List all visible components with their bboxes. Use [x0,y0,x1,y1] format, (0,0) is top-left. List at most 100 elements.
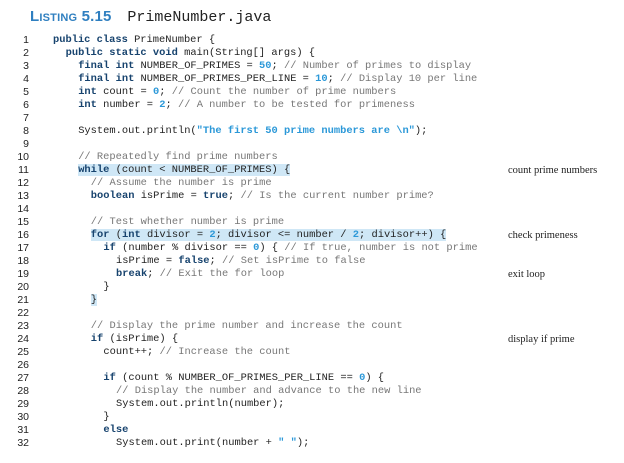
code-token: PrimeNumber { [127,34,216,46]
code-text: final int NUMBER_OF_PRIMES_PER_LINE = 10… [78,73,477,86]
comment: // A number to be tested for primeness [178,99,415,112]
keyword: while [78,164,110,177]
code-line: 8 System.out.println("The first 50 prime … [0,125,624,138]
code-body: System.out.print(number + " "); [116,437,309,449]
comment: // Repeatedly find prime numbers [78,151,278,164]
literal: 10 [315,73,328,86]
comment: // Display the number and advance to the… [116,385,422,398]
line-number: 28 [17,385,29,398]
code-line: 22 [0,307,624,320]
code-body: int count = 0; // Count the number of pr… [78,86,396,98]
line-number: 24 [17,333,29,346]
literal: 2 [352,229,359,242]
line-number: 7 [23,112,29,125]
keyword: break [116,268,148,281]
code-text: System.out.println("The first 50 prime n… [78,125,427,138]
line-number: 11 [18,164,29,177]
code-body: final int NUMBER_OF_PRIMES = 50; // Numb… [78,60,471,72]
line-number: 17 [17,242,29,255]
listing-title: Listing 5.15 PrimeNumber.java [30,8,271,26]
margin-annotation: display if prime [508,334,575,346]
line-number: 3 [23,60,29,73]
comment: // Exit the for loop [159,268,285,281]
code-text: // Test whether number is prime [91,216,284,229]
comment: // Number of primes to display [284,60,472,73]
code-token: ( [109,229,122,242]
literal: 2 [159,99,166,112]
comment: // Set isPrime to false [222,255,366,268]
keyword: for [90,229,110,242]
comment: // Increase the count [159,346,291,359]
highlighted-code: while (count < NUMBER_OF_PRIMES) { [78,164,291,177]
line-number: 12 [17,177,29,190]
code-text: int number = 2; // A number to be tested… [78,99,415,112]
code-body: public class PrimeNumber { [53,34,215,46]
code-body: while (count < NUMBER_OF_PRIMES) { [78,164,291,177]
code-token: (count < NUMBER_OF_PRIMES) { [109,164,291,177]
code-text: } [103,411,109,424]
line-number: 20 [17,281,29,294]
code-token: ; [147,268,160,281]
code-line: 4 final int NUMBER_OF_PRIMES_PER_LINE = 1… [0,73,624,86]
line-number: 8 [23,125,29,138]
code-text: if (count % NUMBER_OF_PRIMES_PER_LINE ==… [103,372,384,385]
listing-label: Listing 5.15 [30,8,112,25]
code-token: ; [271,60,284,73]
keyword: int [78,99,97,112]
code-text: boolean isPrime = true; // Is the curren… [91,190,434,203]
code-text: final int NUMBER_OF_PRIMES = 50; // Numb… [78,60,471,73]
code-token: System.out.print(number + [116,437,279,450]
code-line: 21} [0,294,624,307]
code-line: 12 // Assume the number is prime [0,177,624,190]
code-body: count++; // Increase the count [103,346,290,358]
literal: 0 [153,86,160,99]
line-number: 13 [17,190,29,203]
line-number: 29 [17,398,29,411]
code-body: isPrime = false; // Set isPrime to false [116,255,365,267]
code-token: isPrime = [134,190,204,203]
code-token: NUMBER_OF_PRIMES = [134,60,260,73]
keyword: false [178,255,210,268]
code-text: public static void main(String[] args) { [66,47,315,60]
code-line: 23// Display the prime number and increa… [0,320,624,333]
code-text: System.out.println(number); [116,398,284,411]
keyword: else [103,424,129,437]
code-text: if (number % divisor == 0) { // If true,… [103,242,477,255]
keyword: if [90,333,104,346]
keyword: if [103,372,116,385]
keyword: public static void [65,47,178,60]
code-line: 31 else [0,424,624,437]
code-token: ; [228,190,241,203]
code-line: 24 if (isPrime) { display if prime [0,333,624,346]
code-token: divisor = [140,229,210,242]
comment: // Assume the number is prime [90,177,272,190]
code-body: } [90,294,98,307]
line-number: 25 [17,346,29,359]
code-body: final int NUMBER_OF_PRIMES_PER_LINE = 10… [78,73,477,85]
code-token: ; divisor <= number / [215,229,353,242]
margin-annotation: check primeness [508,230,578,242]
keyword: final int [78,60,135,73]
code-body: } [103,411,109,423]
line-number: 31 [17,424,29,437]
code-body: int number = 2; // A number to be tested… [78,99,415,111]
line-number: 4 [23,73,29,86]
code-line: 25 count++; // Increase the count [0,346,624,359]
code-line: 29 System.out.println(number); [0,398,624,411]
line-number: 27 [17,372,29,385]
comment: // Count the number of prime numbers [171,86,397,99]
code-body: if (isPrime) { [91,333,178,345]
keyword: int [78,86,97,99]
code-text: count++; // Increase the count [103,346,290,359]
code-text: // Repeatedly find prime numbers [78,151,278,164]
code-line: 13 boolean isPrime = true; // Is the curr… [0,190,624,203]
code-text: else [103,424,128,437]
code-token: isPrime = [116,255,179,268]
code-token: ; [165,99,178,112]
code-body: System.out.println("The first 50 prime n… [78,125,427,137]
